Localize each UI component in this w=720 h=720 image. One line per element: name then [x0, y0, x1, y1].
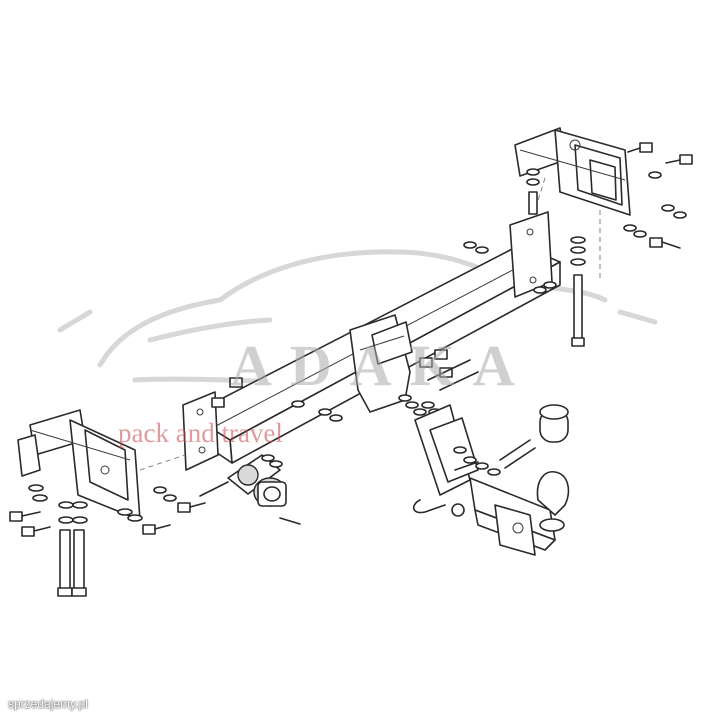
watermark-tagline: pack and travel — [118, 418, 283, 448]
electric-socket — [253, 477, 301, 525]
left-chassis-bracket — [17, 409, 186, 521]
left-fasteners — [9, 484, 206, 597]
right-chassis-bracket — [514, 127, 631, 280]
watermark-brand: ADAKA — [230, 333, 533, 398]
socket-bracket — [199, 454, 283, 497]
source-credit: sprzedajemy.pl — [8, 697, 88, 711]
neck-fasteners — [453, 446, 501, 476]
tow-neck-assembly — [412, 404, 556, 556]
right-fasteners — [463, 142, 693, 347]
center-mount — [349, 314, 413, 413]
left-beam-plate — [182, 391, 219, 471]
tow-ball — [499, 404, 570, 532]
